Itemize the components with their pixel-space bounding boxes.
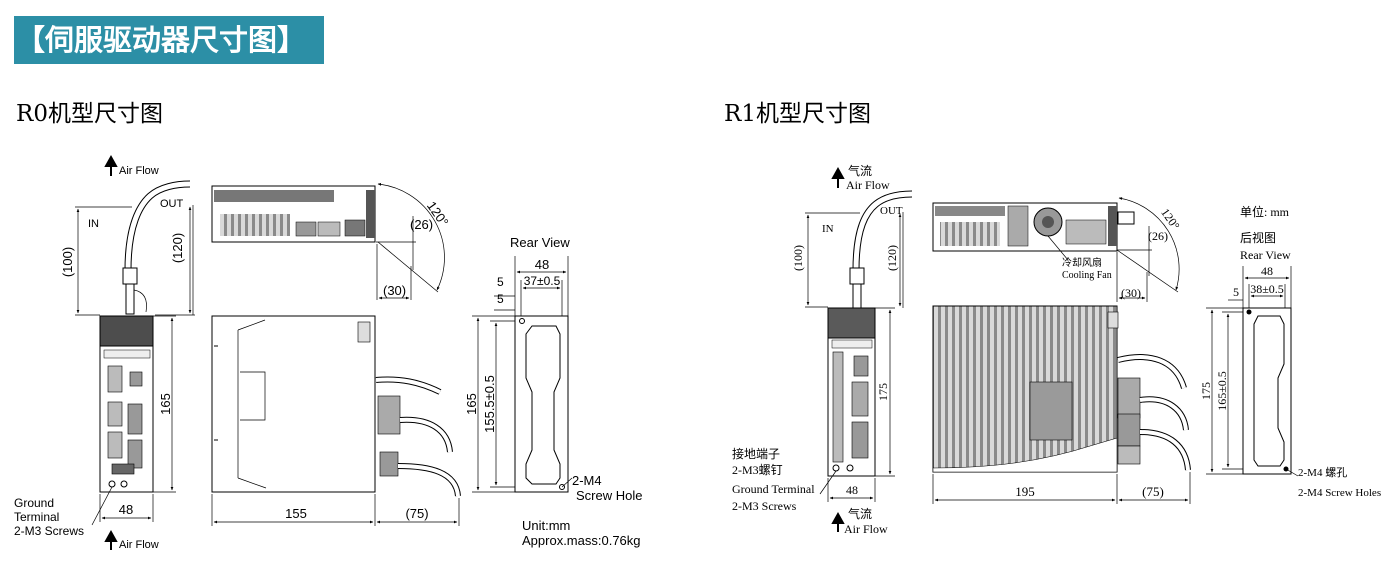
dim-30: (30) xyxy=(383,283,406,298)
dim-120: (120) xyxy=(885,245,899,271)
rear-view-cn-label: 后视图 xyxy=(1240,230,1276,245)
r0-top-view: 120° (26) (30) xyxy=(211,182,452,300)
ground-label-3: 2-M3 Screws xyxy=(14,524,84,538)
dim-155-5: 155.5±0.5 xyxy=(482,375,497,433)
rear-view-label: Rear View xyxy=(510,235,570,250)
r1-front-view: 气流 Air Flow IN OUT (100) (120) 175 48 接地… xyxy=(732,163,913,536)
dim-48-front: 48 xyxy=(846,483,858,497)
screw-hole-cn-label: 2-M4 螺孔 xyxy=(1298,466,1347,479)
dim-175-rear: 175 xyxy=(1199,382,1213,400)
r1-section-title: R1机型尺寸图 xyxy=(724,101,871,127)
r0-section-title: R0机型尺寸图 xyxy=(16,101,163,127)
dim-75: (75) xyxy=(1142,484,1164,499)
ground-en-label-2: 2-M3 Screws xyxy=(732,499,797,513)
dim-26: (26) xyxy=(410,217,433,232)
air-flow-cn-label: 气流 xyxy=(848,506,872,521)
dim-48-front: 48 xyxy=(119,502,133,517)
r1-side-view: 195 (75) xyxy=(932,305,1191,504)
mass-label: Approx.mass:0.76kg xyxy=(522,533,641,548)
label-out: OUT xyxy=(160,198,184,210)
dim-100: (100) xyxy=(60,247,75,277)
air-flow-cn-label: 气流 xyxy=(848,163,872,178)
air-flow-label: Air Flow xyxy=(119,165,159,177)
dim-165-rear: 165 xyxy=(464,393,479,415)
air-flow-up-arrow-icon xyxy=(831,511,845,532)
screw-hole-label: 2-M4 Screw Holes xyxy=(1298,487,1381,499)
air-flow-up-arrow-icon xyxy=(104,154,118,176)
dim-37: 37±0.5 xyxy=(524,274,561,288)
dim-175-front: 175 xyxy=(876,383,890,401)
r0-front-view: Air Flow IN OUT (100) (120) 16 xyxy=(14,154,195,551)
label-in: IN xyxy=(822,223,834,235)
dim-120: (120) xyxy=(170,233,185,263)
air-flow-up-arrow-icon xyxy=(104,529,118,550)
dim-165-5: 165±0.5 xyxy=(1215,371,1229,411)
dim-75: (75) xyxy=(405,506,428,521)
dim-26: (26) xyxy=(1148,229,1168,243)
dim-48-rear: 48 xyxy=(1261,264,1273,278)
page-title-banner: 【伺服驱动器尺寸图】 xyxy=(14,16,324,64)
unit-label: Unit:mm xyxy=(522,518,570,533)
label-out: OUT xyxy=(880,205,903,217)
ground-cn-label-2: 2-M3螺钉 xyxy=(732,463,783,477)
ground-label-2: Terminal xyxy=(14,510,59,524)
cooling-fan-label: Cooling Fan xyxy=(1062,270,1112,281)
r1-rear-view: 单位: mm 后视图 Rear View 48 38±0.5 5 175 165… xyxy=(1199,204,1381,499)
unit-label: 单位: mm xyxy=(1240,204,1290,219)
screw-hole-label-2: Screw Hole xyxy=(576,488,642,503)
air-flow-up-arrow-icon xyxy=(831,166,845,188)
dim-100: (100) xyxy=(791,245,805,271)
dim-48-rear: 48 xyxy=(535,257,549,272)
dim-155: 155 xyxy=(285,506,307,521)
rear-view-label: Rear View xyxy=(1240,248,1291,262)
dim-30: (30) xyxy=(1121,286,1141,300)
air-flow-label: Air Flow xyxy=(844,522,888,536)
dim-195: 195 xyxy=(1015,484,1035,499)
cooling-fan-cn-label: 冷却风扇 xyxy=(1062,256,1102,269)
r1-top-view: 120° (26) (30) 冷却风扇 Cooling Fan xyxy=(932,197,1183,302)
dim-165-front: 165 xyxy=(158,393,173,415)
r0-side-view: 155 (75) xyxy=(211,315,461,526)
air-flow-label: Air Flow xyxy=(846,178,890,192)
ground-cn-label-1: 接地端子 xyxy=(732,446,780,461)
ground-en-label-1: Ground Terminal xyxy=(732,482,815,496)
dim-38: 38±0.5 xyxy=(1250,282,1284,296)
dim-5a: 5 xyxy=(497,275,504,289)
screw-hole-label-1: 2-M4 xyxy=(572,473,602,488)
dim-5: 5 xyxy=(1233,285,1239,299)
label-in: IN xyxy=(88,218,99,230)
ground-label-1: Ground xyxy=(14,496,54,510)
air-flow-label: Air Flow xyxy=(119,539,159,551)
dim-5b: 5 xyxy=(497,292,504,306)
r0-rear-view: Rear View 48 37±0.5 5 5 165 155.5±0.5 2-… xyxy=(464,235,642,548)
